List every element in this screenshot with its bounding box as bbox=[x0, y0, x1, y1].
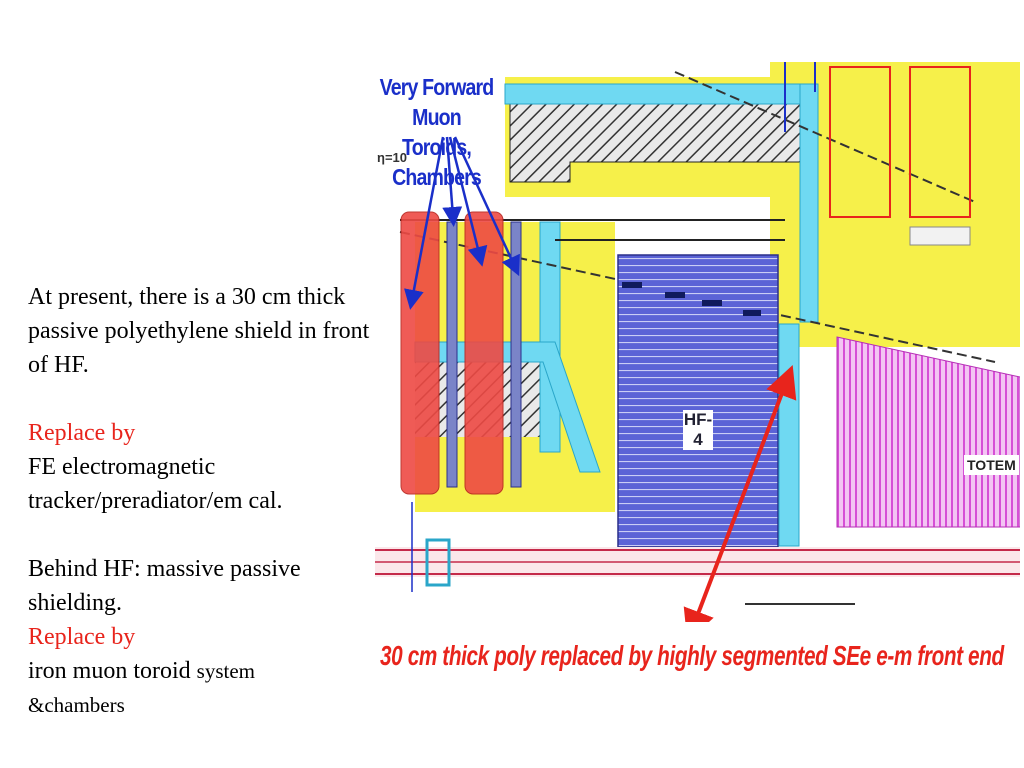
blue-pointer-arrow bbox=[453, 136, 520, 277]
blue-pointer-arrow bbox=[404, 136, 445, 310]
text-behind-hf: Behind HF: massive passive shielding. bbox=[28, 556, 301, 616]
totem-region bbox=[836, 336, 1020, 528]
caption-poly-replaced: 30 cm thick poly replaced by highly segm… bbox=[380, 640, 1004, 671]
red-frame bbox=[909, 66, 971, 218]
text-iron-toroid-main: iron muon toroid bbox=[28, 658, 197, 684]
label-eta: η=10 bbox=[377, 150, 407, 165]
text-replace-by-2: Replace by bbox=[28, 624, 136, 650]
detector-diagram bbox=[375, 62, 1020, 622]
label-hf: HF-4 bbox=[683, 410, 713, 450]
grey-plate bbox=[909, 226, 971, 246]
text-iron-toroid: iron muon toroid system bbox=[28, 654, 373, 688]
hf-block bbox=[702, 300, 722, 306]
cyan-beam-top bbox=[504, 83, 816, 105]
text-system: system bbox=[196, 659, 255, 683]
hf-block bbox=[743, 310, 761, 316]
red-frame bbox=[829, 66, 891, 218]
text-present-shield: At present, there is a 30 cm thick passi… bbox=[28, 284, 370, 378]
beam-flange bbox=[425, 538, 451, 587]
poly-shield bbox=[778, 323, 800, 547]
blue-pointer-arrow bbox=[442, 136, 463, 227]
hf-block bbox=[622, 282, 642, 288]
cyan-beam-vertical bbox=[799, 83, 819, 323]
label-very-forward-muon: Very Forward Muon Toroids, Chambers bbox=[379, 74, 495, 190]
cyan-strip bbox=[539, 221, 561, 453]
left-text-column: At present, there is a 30 cm thick passi… bbox=[28, 280, 373, 722]
text-chambers: &chambers bbox=[28, 693, 125, 717]
spacer bbox=[28, 518, 373, 552]
muon-toroid-1 bbox=[400, 211, 440, 495]
red-double-arrow bbox=[683, 365, 797, 622]
text-replace-by-1: Replace by bbox=[28, 420, 136, 446]
dashed-eta-line bbox=[674, 71, 976, 203]
muon-chamber-1 bbox=[446, 221, 458, 488]
spacer bbox=[28, 382, 373, 416]
hf-block bbox=[665, 292, 685, 298]
blue-pointer-arrow bbox=[448, 136, 488, 267]
muon-toroid-2 bbox=[464, 211, 504, 495]
muon-chamber-2 bbox=[510, 221, 522, 488]
text-fe-tracker: FE electromagnetic tracker/preradiator/e… bbox=[28, 454, 283, 514]
label-totem: TOTEM bbox=[964, 455, 1019, 475]
hf-calorimeter bbox=[617, 254, 779, 548]
